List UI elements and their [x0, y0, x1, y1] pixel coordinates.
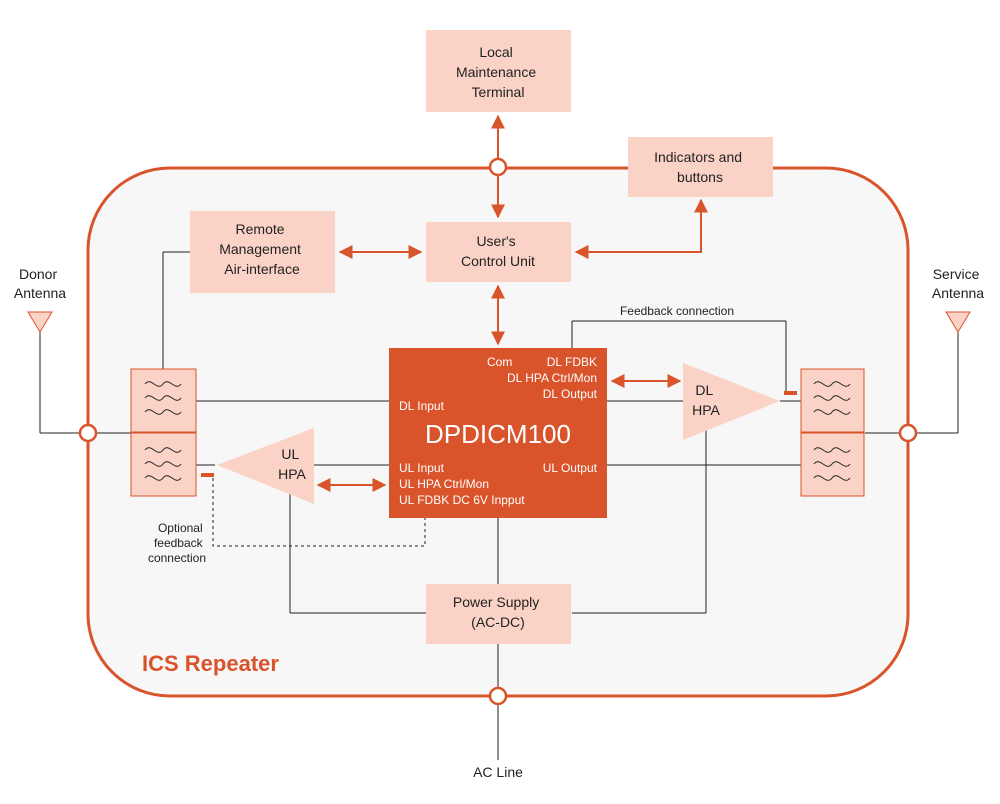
- users-control-box: [426, 222, 571, 282]
- filter-icon: [800, 432, 865, 497]
- ul-hpa-label: UL HPA: [278, 446, 306, 482]
- power-supply-label: Power Supply (AC-DC): [453, 594, 543, 630]
- port-ul-fdbk: UL FDBK DC 6V Inpput: [399, 493, 525, 507]
- port-dl-output: DL Output: [543, 387, 598, 401]
- optional-feedback-label: Optional feedback connection: [148, 521, 206, 565]
- repeater-title: ICS Repeater: [142, 651, 279, 676]
- service-port: [898, 423, 918, 443]
- enclosure-ports: [78, 157, 918, 706]
- remote-management-label: Remote Management Air-interface: [219, 221, 305, 277]
- ac-line-label: AC Line: [473, 764, 523, 780]
- donor-antenna-label: Donor Antenna: [14, 266, 66, 301]
- service-antenna-icon: [945, 311, 971, 333]
- users-control-label: User's Control Unit: [461, 233, 535, 269]
- ul-hpa-amplifier-icon: [217, 428, 314, 504]
- port-dl-input: DL Input: [399, 399, 445, 413]
- filter-icon: [130, 368, 197, 433]
- control-arrows: [316, 114, 708, 492]
- port-ul-output: UL Output: [543, 461, 598, 475]
- port-dl-fdbk: DL FDBK: [547, 355, 597, 369]
- ac-port: [488, 686, 508, 706]
- donor-port: [78, 423, 98, 443]
- donor-antenna-icon: [27, 311, 53, 333]
- dl-hpa-label: DL HPA: [692, 382, 720, 418]
- filter-icon: [800, 368, 865, 433]
- core-title: DPDICM100: [425, 419, 571, 449]
- feedback-connection-label: Feedback connection: [620, 304, 734, 318]
- local-maintenance-label: Local Maintenance Terminal: [456, 44, 540, 100]
- right-duplexer: [800, 368, 865, 497]
- service-antenna-label: Service Antenna: [932, 266, 984, 301]
- signal-lines: [39, 251, 959, 760]
- dpdicm100-core: [389, 348, 607, 518]
- local-maintenance-box: [426, 30, 571, 112]
- dl-hpa-amplifier-icon: [683, 363, 780, 440]
- port-ul-input: UL Input: [399, 461, 445, 475]
- remote-management-box: [190, 211, 335, 293]
- filter-icon: [130, 432, 197, 497]
- indicators-label: Indicators and buttons: [654, 149, 746, 185]
- maintenance-port: [488, 157, 508, 177]
- port-dl-hpa-ctrl: DL HPA Ctrl/Mon: [507, 371, 597, 385]
- port-ul-hpa-ctrl: UL HPA Ctrl/Mon: [399, 477, 489, 491]
- left-duplexer: [130, 368, 197, 497]
- optional-feedback-line: [212, 478, 426, 547]
- indicators-box: [628, 137, 773, 197]
- port-com: Com: [487, 355, 512, 369]
- power-supply-box: [426, 584, 571, 644]
